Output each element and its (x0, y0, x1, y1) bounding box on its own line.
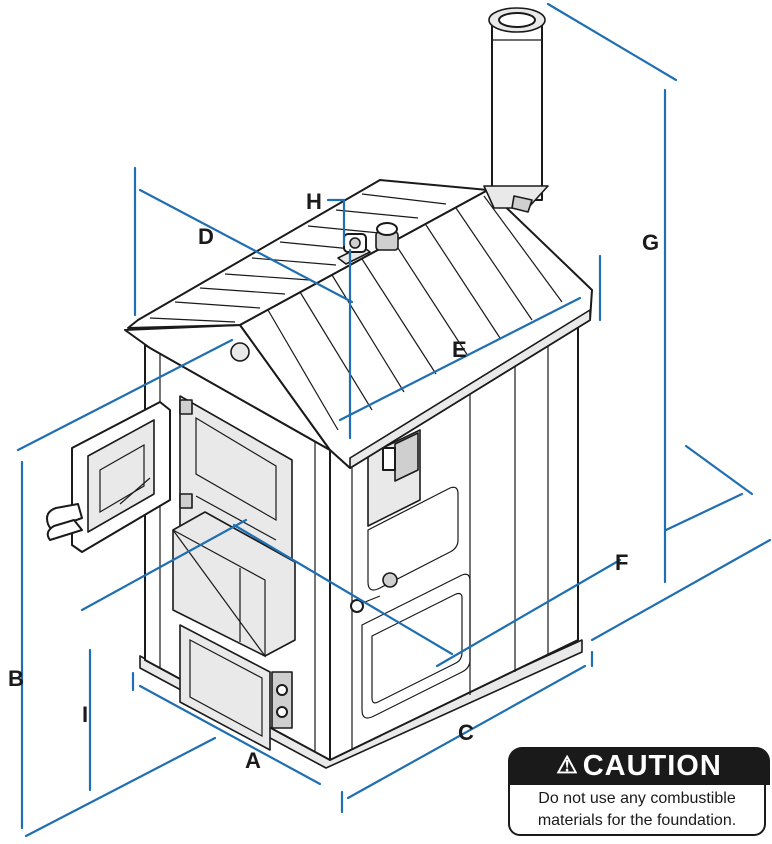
label-e: E (452, 337, 467, 362)
dim-g-top (546, 2, 678, 82)
caution-title: CAUTION (582, 750, 722, 782)
furnace-illustration (46, 7, 593, 769)
roof-fittings (337, 222, 399, 265)
label-h: H (306, 189, 322, 214)
warning-triangle-icon: ⚠ (556, 752, 579, 779)
label-a: A (245, 748, 261, 773)
label-d: D (198, 224, 214, 249)
label-f: F (615, 550, 628, 575)
chimney (483, 7, 549, 213)
roof-back-slope (127, 179, 489, 329)
caution-box: ⚠CAUTION Do not use any combustible mate… (508, 747, 770, 840)
dim-i-top (80, 518, 248, 612)
roof-ribs (149, 193, 563, 431)
dimension-lines (16, 2, 772, 838)
dim-b-top (16, 338, 234, 452)
side-upper-panel (367, 486, 459, 591)
caution-line-2: materials for the foundation. (537, 812, 737, 829)
dim-b-bottom (24, 736, 217, 838)
dim-c-line (346, 664, 587, 800)
cleanout-drawer (179, 624, 271, 751)
dim-d-line (138, 188, 354, 304)
dim-a-line (138, 684, 322, 786)
label-g: G (642, 230, 659, 255)
dim-f-line (590, 538, 772, 642)
side-lower-panel (361, 573, 471, 719)
caution-message: Do not use any combustible materials for… (508, 785, 766, 836)
label-i: I (82, 702, 88, 727)
dim-h-line (326, 198, 346, 247)
dim-e-line (338, 296, 582, 422)
label-b: B (8, 666, 24, 691)
label-c: C (458, 720, 474, 745)
caution-line-1: Do not use any combustible (538, 790, 736, 807)
caution-header: ⚠CAUTION (508, 747, 770, 785)
dimension-labels: H D G E F B I C A (8, 189, 659, 773)
